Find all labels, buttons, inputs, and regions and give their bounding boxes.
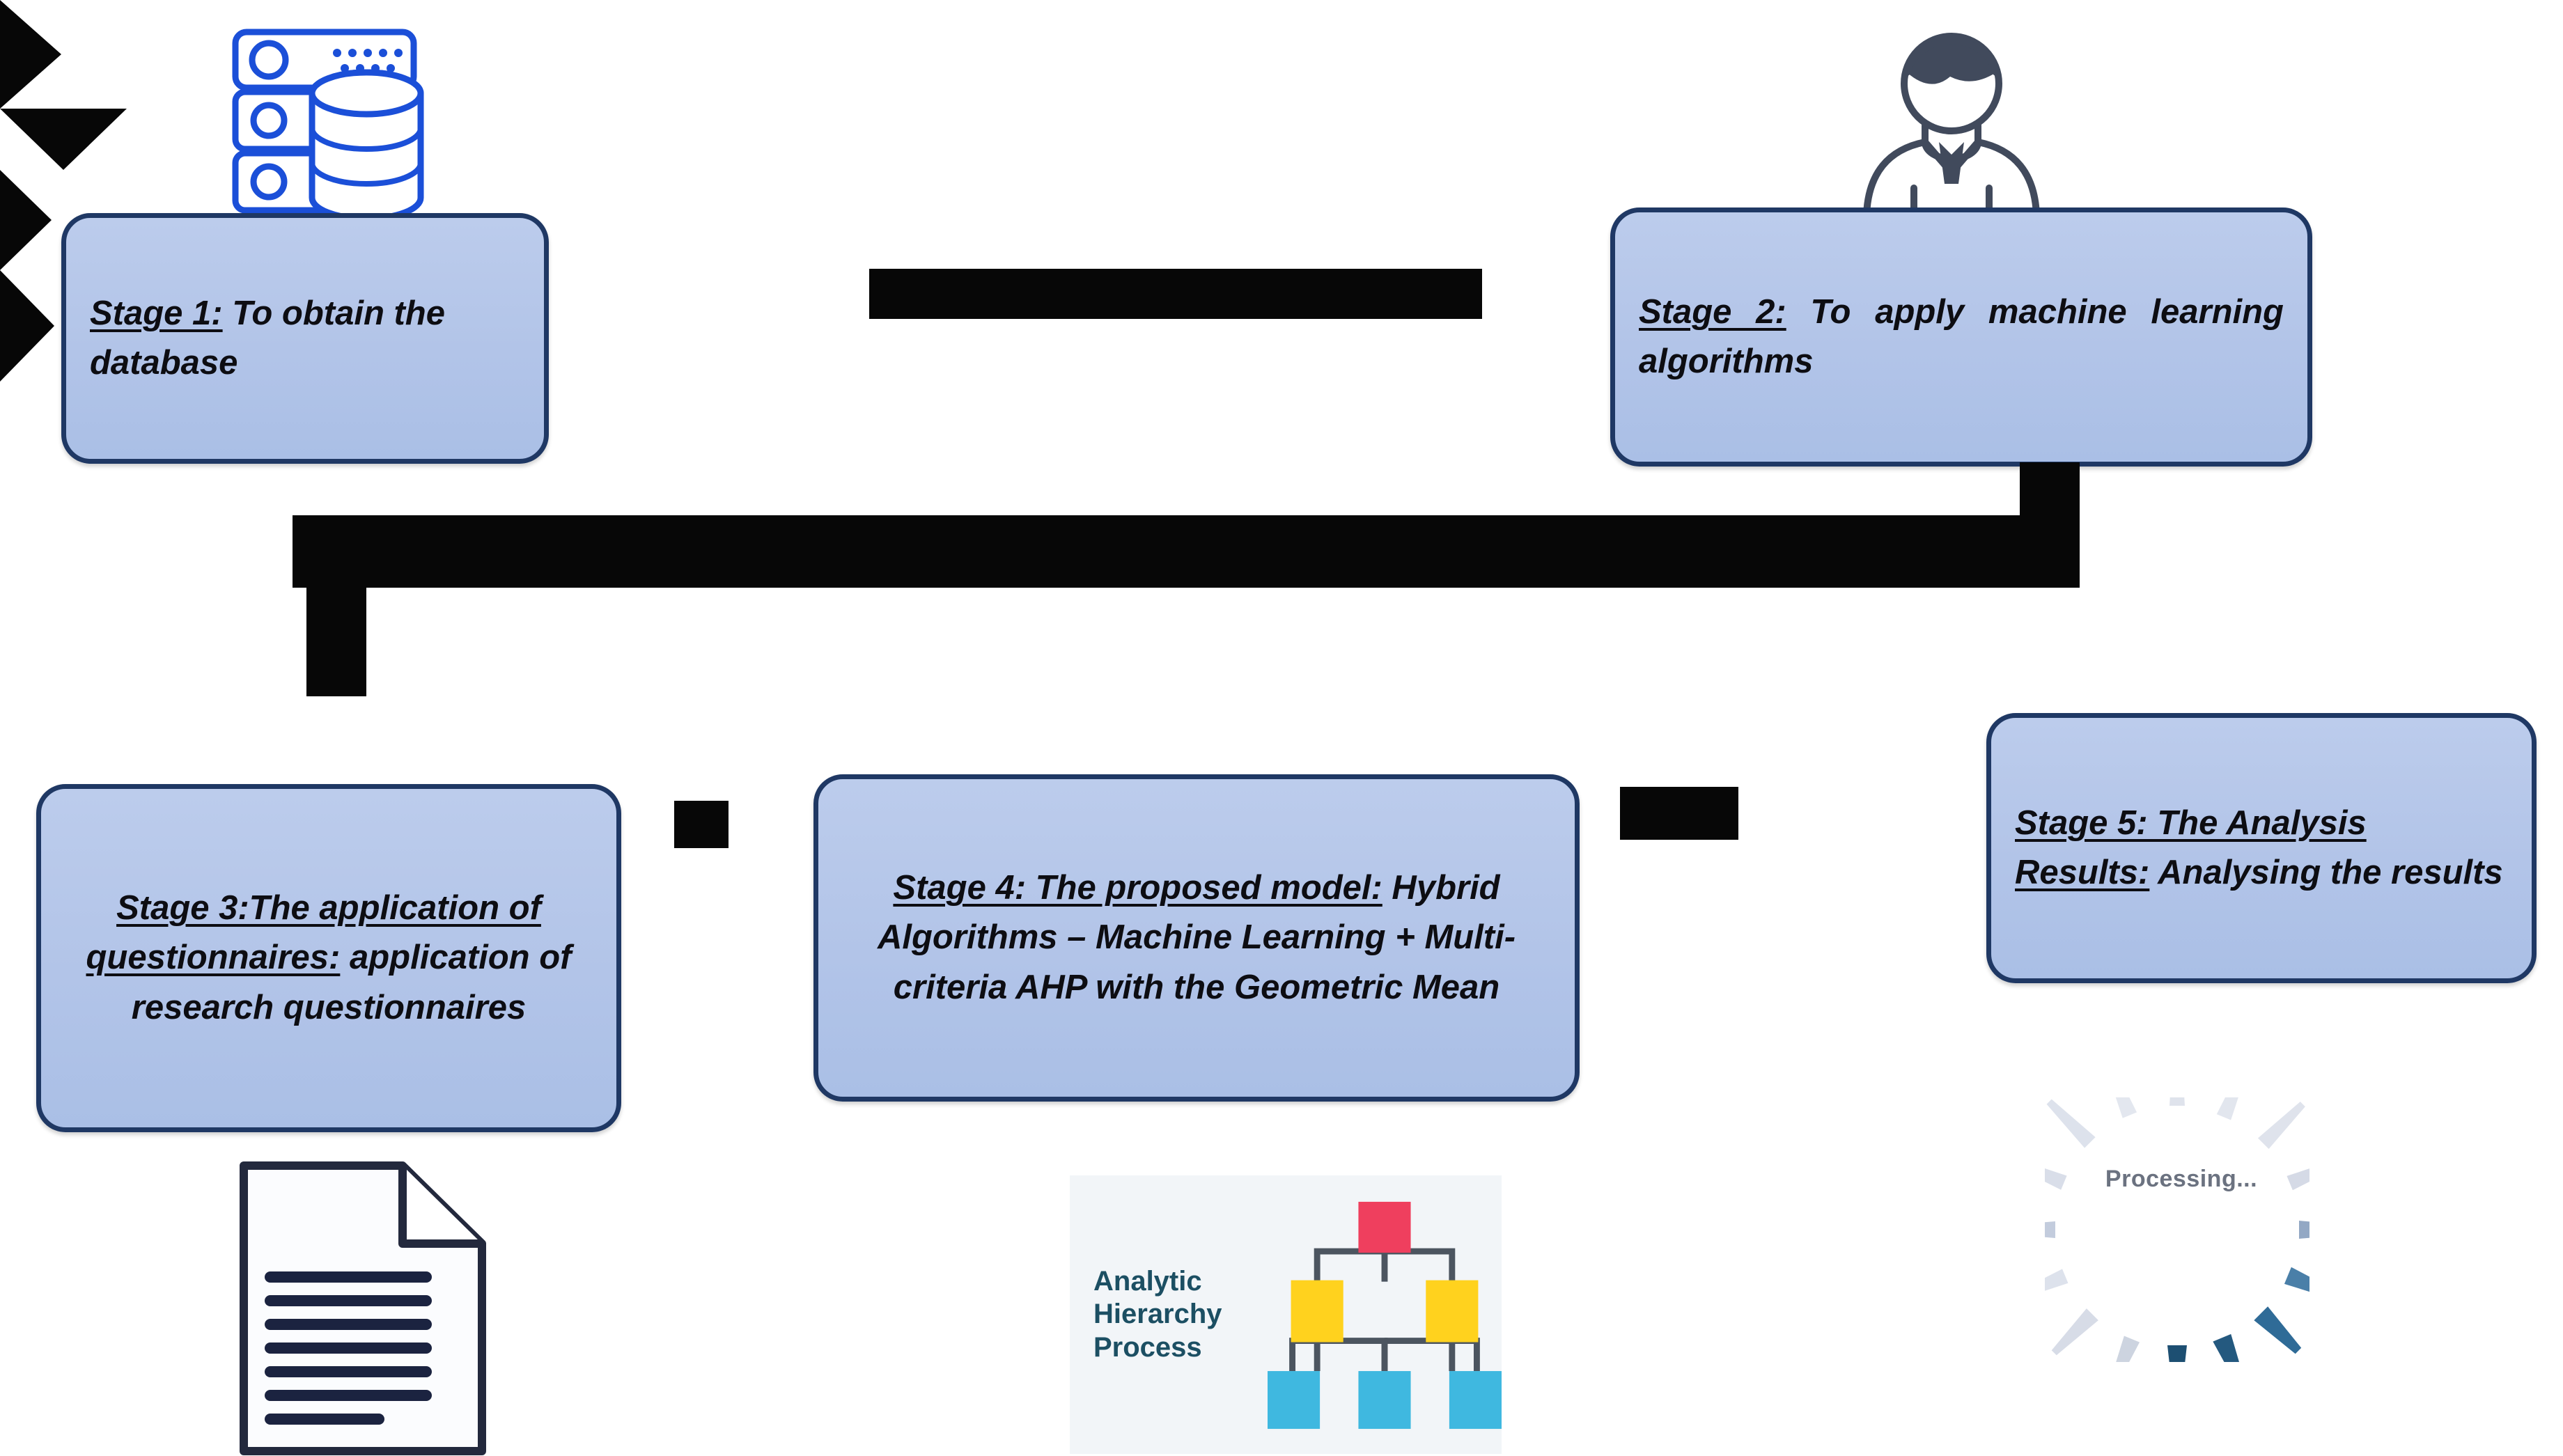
ahp-label-line-2: Hierarchy xyxy=(1093,1299,1222,1330)
ahp-icon-label: Analytic Hierarchy Process xyxy=(1070,1265,1268,1364)
arrow-stage2-to-stage3-head-icon xyxy=(0,109,127,170)
arrow-stage3-to-stage4-head-icon xyxy=(0,170,52,270)
stage-3-text: Stage 3:The application of questionnaire… xyxy=(41,884,616,1032)
stage-3-box[interactable]: Stage 3:The application of questionnaire… xyxy=(36,784,621,1132)
arrow-stage4-to-stage5-head-icon xyxy=(0,270,54,382)
document-questionnaire-icon xyxy=(234,1159,492,1456)
stage-2-text: Stage 2: To apply machine learning algor… xyxy=(1615,288,2307,386)
stage-3-label: Stage 3:The application of questionnaire… xyxy=(86,889,541,977)
stage-4-text: Stage 4: The proposed model: Hybrid Algo… xyxy=(818,863,1575,1012)
stage-2-label: Stage 2: xyxy=(1639,292,1786,331)
stage-5-box[interactable]: Stage 5: The Analysis Results: Analysing… xyxy=(1986,713,2537,983)
arrow-stage2-to-stage3-horizontal xyxy=(293,515,2080,588)
stage-1-label: Stage 1: xyxy=(90,294,223,332)
processing-spinner-icon xyxy=(1998,1049,2355,1395)
stage-5-body: Analysing the results xyxy=(2149,854,2503,891)
ahp-label-line-3: Process xyxy=(1093,1331,1202,1363)
arrow-stage1-to-stage2-shaft xyxy=(869,269,1482,319)
stage-1-text: Stage 1: To obtain the database xyxy=(66,289,544,388)
stage-5-text: Stage 5: The Analysis Results: Analysing… xyxy=(1991,799,2532,898)
stage-2-body: To apply machine learning algorithms xyxy=(1639,292,2284,380)
stage-3-body: application of research questionnaires xyxy=(131,939,572,1026)
stage-1-box[interactable]: Stage 1: To obtain the database xyxy=(61,213,549,464)
stage-4-box[interactable]: Stage 4: The proposed model: Hybrid Algo… xyxy=(813,774,1580,1102)
arrow-stage1-to-stage2-head-icon xyxy=(0,0,61,109)
database-server-icon xyxy=(220,18,429,222)
arrow-stage2-to-stage3-stub xyxy=(2020,462,2080,519)
stage-5-label: Stage 5: The Analysis Results: xyxy=(2015,804,2367,891)
arrow-stage4-to-stage5-shaft xyxy=(1620,787,1738,840)
person-analyst-icon xyxy=(1847,6,2056,218)
stage-2-box[interactable]: Stage 2: To apply machine learning algor… xyxy=(1610,208,2312,467)
stage-1-body: To obtain the database xyxy=(90,294,445,382)
stage-4-body: Hybrid Algorithms – Machine Learning + M… xyxy=(877,869,1516,1006)
ahp-label-line-1: Analytic xyxy=(1093,1266,1202,1297)
arrow-stage3-to-stage4-shaft xyxy=(674,801,729,848)
arrow-stage2-to-stage3-vertical xyxy=(306,585,366,696)
ahp-tree-diagram xyxy=(1268,1201,1502,1430)
analytic-hierarchy-process-icon: Analytic Hierarchy Process xyxy=(1070,1175,1502,1454)
stage-4-label: Stage 4: The proposed model: xyxy=(893,869,1382,907)
processing-spinner-label: Processing... xyxy=(2105,1166,2258,1192)
